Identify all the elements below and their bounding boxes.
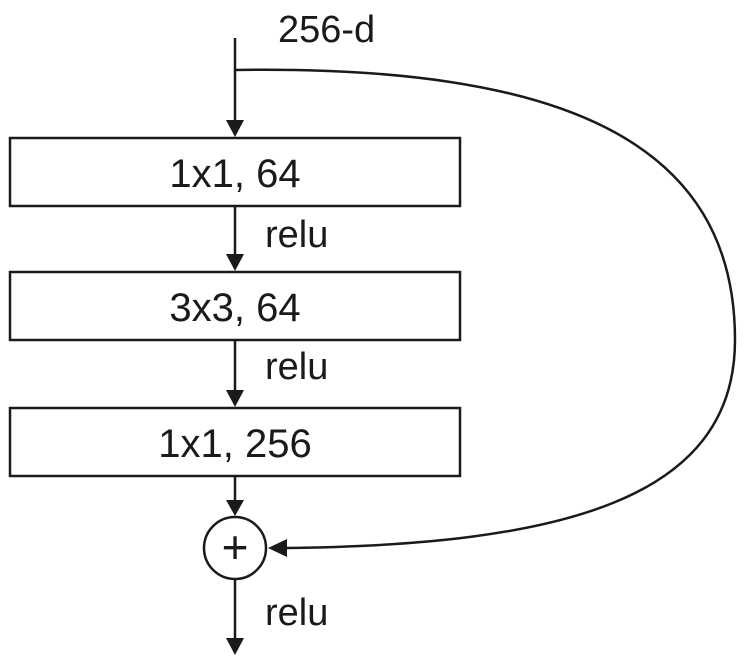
activation-label-3: relu <box>265 592 328 634</box>
layer-box-conv1x1-256 <box>8 406 462 478</box>
layer-label-2: 3x3, 64 <box>169 286 300 330</box>
sum-symbol: + <box>222 521 249 573</box>
shortcut-arrowhead <box>268 539 287 557</box>
arrowhead-2-3 <box>226 390 244 407</box>
activation-label-1: relu <box>265 214 328 256</box>
layer-box-conv1x1-64 <box>8 136 462 208</box>
output-arrowhead <box>226 638 244 655</box>
layer-label-3: 1x1, 256 <box>158 422 311 466</box>
arrowhead-3-sum <box>226 500 244 516</box>
shortcut-connection <box>234 68 737 550</box>
layer-label-1: 1x1, 64 <box>169 152 300 196</box>
activation-label-2: relu <box>265 346 328 388</box>
layer-box-conv3x3-64 <box>8 270 462 342</box>
input-arrowhead <box>226 120 244 137</box>
input-dimension-label: 256-d <box>278 9 375 51</box>
arrowhead-1-2 <box>226 254 244 271</box>
